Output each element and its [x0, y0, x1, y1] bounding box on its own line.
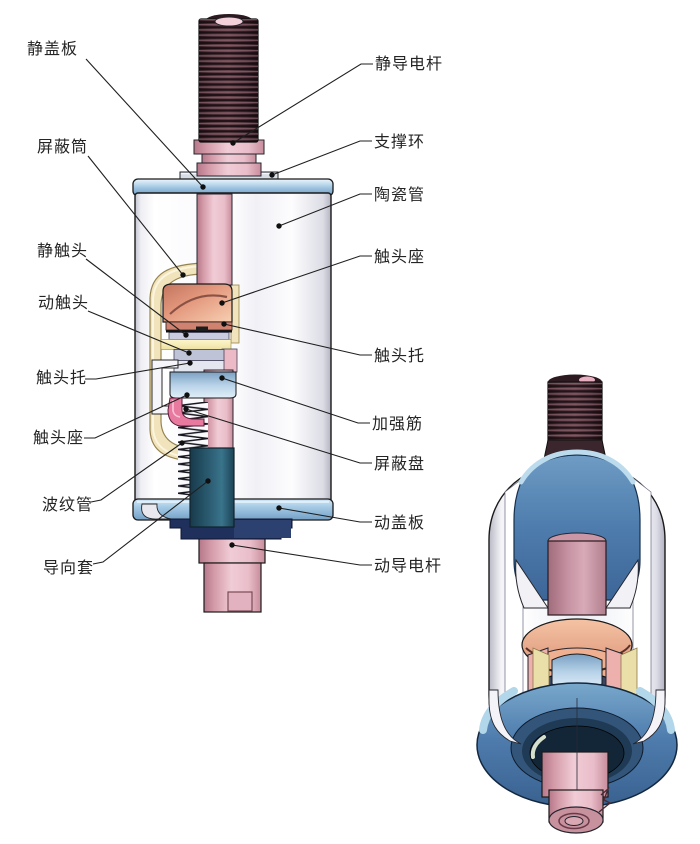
thread-top-core [214, 16, 244, 27]
iso-toroid-mint-arc [530, 735, 546, 759]
leader-dot [205, 478, 211, 484]
contact-seat-block [162, 283, 233, 323]
contact-holder-band [173, 349, 225, 361]
leader-guide-sleeve [92, 480, 209, 565]
leader-contact-holder-left [85, 362, 191, 380]
contact-gap-notch [196, 326, 208, 331]
leader-dot [184, 392, 190, 398]
leader-dot [186, 350, 192, 356]
leader-dot [230, 140, 236, 146]
leader-dot [219, 375, 225, 381]
leader-ceramic-tube [278, 193, 372, 227]
label-static-rod: 静导电杆 [375, 56, 444, 73]
label-moving-cover-plate: 动盖板 [374, 515, 426, 532]
label-reinforcing-rib: 加强筋 [372, 416, 424, 433]
label-contact-holder-right: 触头托 [374, 348, 426, 365]
static-rod-thread-lines [199, 19, 258, 142]
leader-dot [221, 321, 227, 327]
flange-light-half [234, 520, 291, 538]
leader-reinforcing-rib [221, 377, 370, 424]
shield-disc [167, 397, 205, 427]
iso-shell-corner-left [488, 689, 522, 745]
leader-dot [179, 440, 185, 446]
yellow-strip [160, 339, 232, 350]
leader-moving-contact [87, 310, 190, 354]
leader-main-shield [87, 155, 184, 276]
leader-shield-disc [185, 408, 372, 464]
leader-moving-rod [231, 544, 372, 566]
leader-dot [183, 406, 189, 412]
label-contact-seat-left: 触头座 [33, 430, 85, 447]
label-moving-contact: 动触头 [38, 295, 90, 312]
reinforcing-rib-piece [169, 371, 237, 399]
leader-dot [276, 505, 282, 511]
moving-contact-seat-bracket [151, 359, 179, 415]
label-shield-disc: 屏蔽盘 [374, 456, 426, 473]
leader-static-cover-plate [85, 58, 204, 188]
rod-collar-mid [201, 153, 257, 164]
leader-lines [84, 58, 373, 566]
iso-funnel-left [515, 558, 549, 609]
label-main-shield: 屏蔽筒 [37, 139, 89, 156]
leader-dot [269, 172, 275, 178]
leader-dot [276, 223, 282, 229]
iso-shell-corner-right [632, 689, 666, 745]
leader-support-ring [271, 140, 372, 176]
iso-funnel-right [605, 558, 639, 609]
iso-dome-rim [518, 449, 636, 485]
static-rod-inner [196, 193, 233, 286]
label-static-contact: 静触头 [37, 243, 89, 260]
leader-contact-holder-right [223, 323, 372, 356]
leader-dot [180, 272, 186, 278]
label-ceramic-tube: 陶瓷管 [374, 187, 426, 204]
leader-contact-seat-left [84, 394, 188, 439]
shield-disc-highlight [172, 400, 181, 418]
leader-dot [219, 300, 225, 306]
label-contact-seat-right: 触头座 [374, 249, 426, 266]
main-sectional-view [132, 14, 334, 613]
leader-dot [229, 542, 235, 548]
iso-rod-notch [598, 786, 612, 813]
iso-cutaway-view [476, 374, 678, 834]
leader-dots [179, 140, 282, 548]
label-contact-holder-left: 触头托 [36, 370, 88, 387]
guide-sleeve [189, 447, 235, 528]
leader-bellows [90, 442, 183, 503]
leader-dot [183, 332, 189, 338]
iso-rod-end-hole [564, 816, 584, 826]
leader-static-rod [232, 63, 373, 144]
label-static-cover-plate: 静盖板 [27, 41, 79, 58]
moving-contact-band [168, 332, 230, 340]
label-bellows: 波纹管 [42, 497, 94, 514]
leader-contact-seat-right [221, 255, 372, 304]
contact-spiral-groove [169, 294, 228, 315]
label-guide-sleeve: 导向套 [43, 560, 95, 577]
iso-rod-end-ring [558, 812, 590, 830]
rod-collar-base [196, 162, 262, 177]
leader-moving-cover-plate [278, 507, 372, 523]
iso-cover-dome [513, 454, 641, 601]
iso-inner-rod [547, 540, 607, 616]
leader-dot [187, 360, 193, 366]
label-moving-rod: 动导电杆 [374, 558, 443, 575]
label-support-ring: 支撑环 [374, 134, 426, 151]
leader-dot [200, 184, 206, 190]
moving-rod-notch [227, 591, 253, 612]
leader-static-contact [85, 258, 187, 336]
